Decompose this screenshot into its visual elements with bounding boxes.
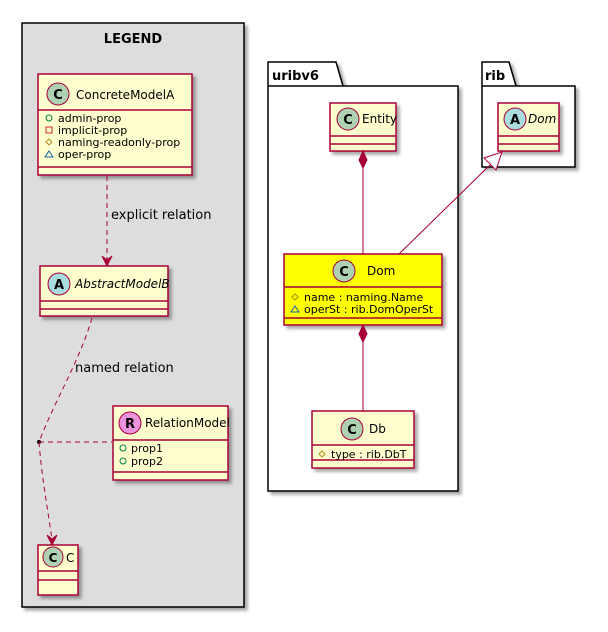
member-prop2: prop2 <box>131 455 163 468</box>
private-visibility-icon <box>45 126 53 134</box>
public-visibility-icon <box>45 114 53 122</box>
class-name: RelationModel <box>145 416 230 430</box>
class-stereotype: A <box>54 278 64 293</box>
class-c-icon <box>340 417 364 441</box>
public-visibility-icon <box>119 457 127 465</box>
class-stereotype: C <box>347 423 357 438</box>
class-name: Dom <box>528 112 556 126</box>
package-name: uribv6 <box>272 69 319 84</box>
member-admin-prop: admin-prop <box>58 112 121 125</box>
package-visibility-icon <box>44 150 54 158</box>
named-relation-label: named relation <box>75 361 174 376</box>
class-c-icon <box>46 82 70 106</box>
class-name: Db <box>369 422 386 436</box>
class-entity[interactable]: C Entity <box>329 102 397 152</box>
member-prop1: prop1 <box>131 442 163 455</box>
member-oper-st: operSt : rib.DomOperSt <box>304 303 434 316</box>
class-relation-model[interactable]: R RelationModel prop1 prop2 <box>112 405 230 481</box>
class-r-icon <box>118 411 142 435</box>
package-name: rib <box>485 69 505 84</box>
class-name: Dom <box>367 264 395 278</box>
inheritance-dom-rib-dom <box>398 151 503 255</box>
class-name: C <box>66 551 74 565</box>
protected-visibility-icon <box>318 450 326 458</box>
member-implicit-prop: implicit-prop <box>58 124 127 137</box>
class-c-icon <box>42 546 64 568</box>
package-visibility-icon <box>290 305 300 313</box>
class-name: ConcreteModelA <box>76 88 175 102</box>
class-concrete-model-a[interactable]: C ConcreteModelA admin-prop implicit-pro… <box>37 73 193 176</box>
class-rib-dom[interactable]: A Dom <box>497 102 560 152</box>
class-stereotype: C <box>49 551 58 565</box>
composition-entity-dom <box>358 149 368 254</box>
class-c-icon <box>336 107 360 131</box>
class-a-icon <box>47 272 71 296</box>
class-a-icon <box>503 107 527 131</box>
member-name: name : naming.Name <box>304 291 424 304</box>
class-name: AbstractModelB <box>74 277 170 291</box>
class-uribv6-dom[interactable]: C Dom name : naming.Name operSt : rib.Do… <box>283 253 443 326</box>
explicit-relation-arrow: explicit relation <box>101 176 211 268</box>
member-type: type : rib.DbT <box>331 448 407 461</box>
class-stereotype: C <box>343 113 353 128</box>
class-abstract-model-b[interactable]: A AbstractModelB <box>39 265 170 317</box>
class-c[interactable]: C C <box>37 544 79 596</box>
named-relation-line: named relation <box>37 317 174 547</box>
class-db[interactable]: C Db type : rib.DbT <box>311 410 415 469</box>
protected-visibility-icon <box>291 293 299 301</box>
member-oper-prop: oper-prop <box>58 148 111 161</box>
explicit-relation-label: explicit relation <box>111 208 211 223</box>
class-stereotype: A <box>510 113 520 128</box>
legend-title: LEGEND <box>104 32 163 47</box>
class-stereotype: C <box>53 88 63 103</box>
protected-visibility-icon <box>45 138 53 146</box>
member-naming-readonly-prop: naming-readonly-prop <box>58 136 180 149</box>
class-name: Entity <box>362 112 397 126</box>
class-stereotype: C <box>339 265 349 280</box>
class-stereotype: R <box>125 417 135 432</box>
class-c-icon <box>332 259 356 283</box>
composition-dom-db <box>358 323 368 411</box>
public-visibility-icon <box>119 444 127 452</box>
